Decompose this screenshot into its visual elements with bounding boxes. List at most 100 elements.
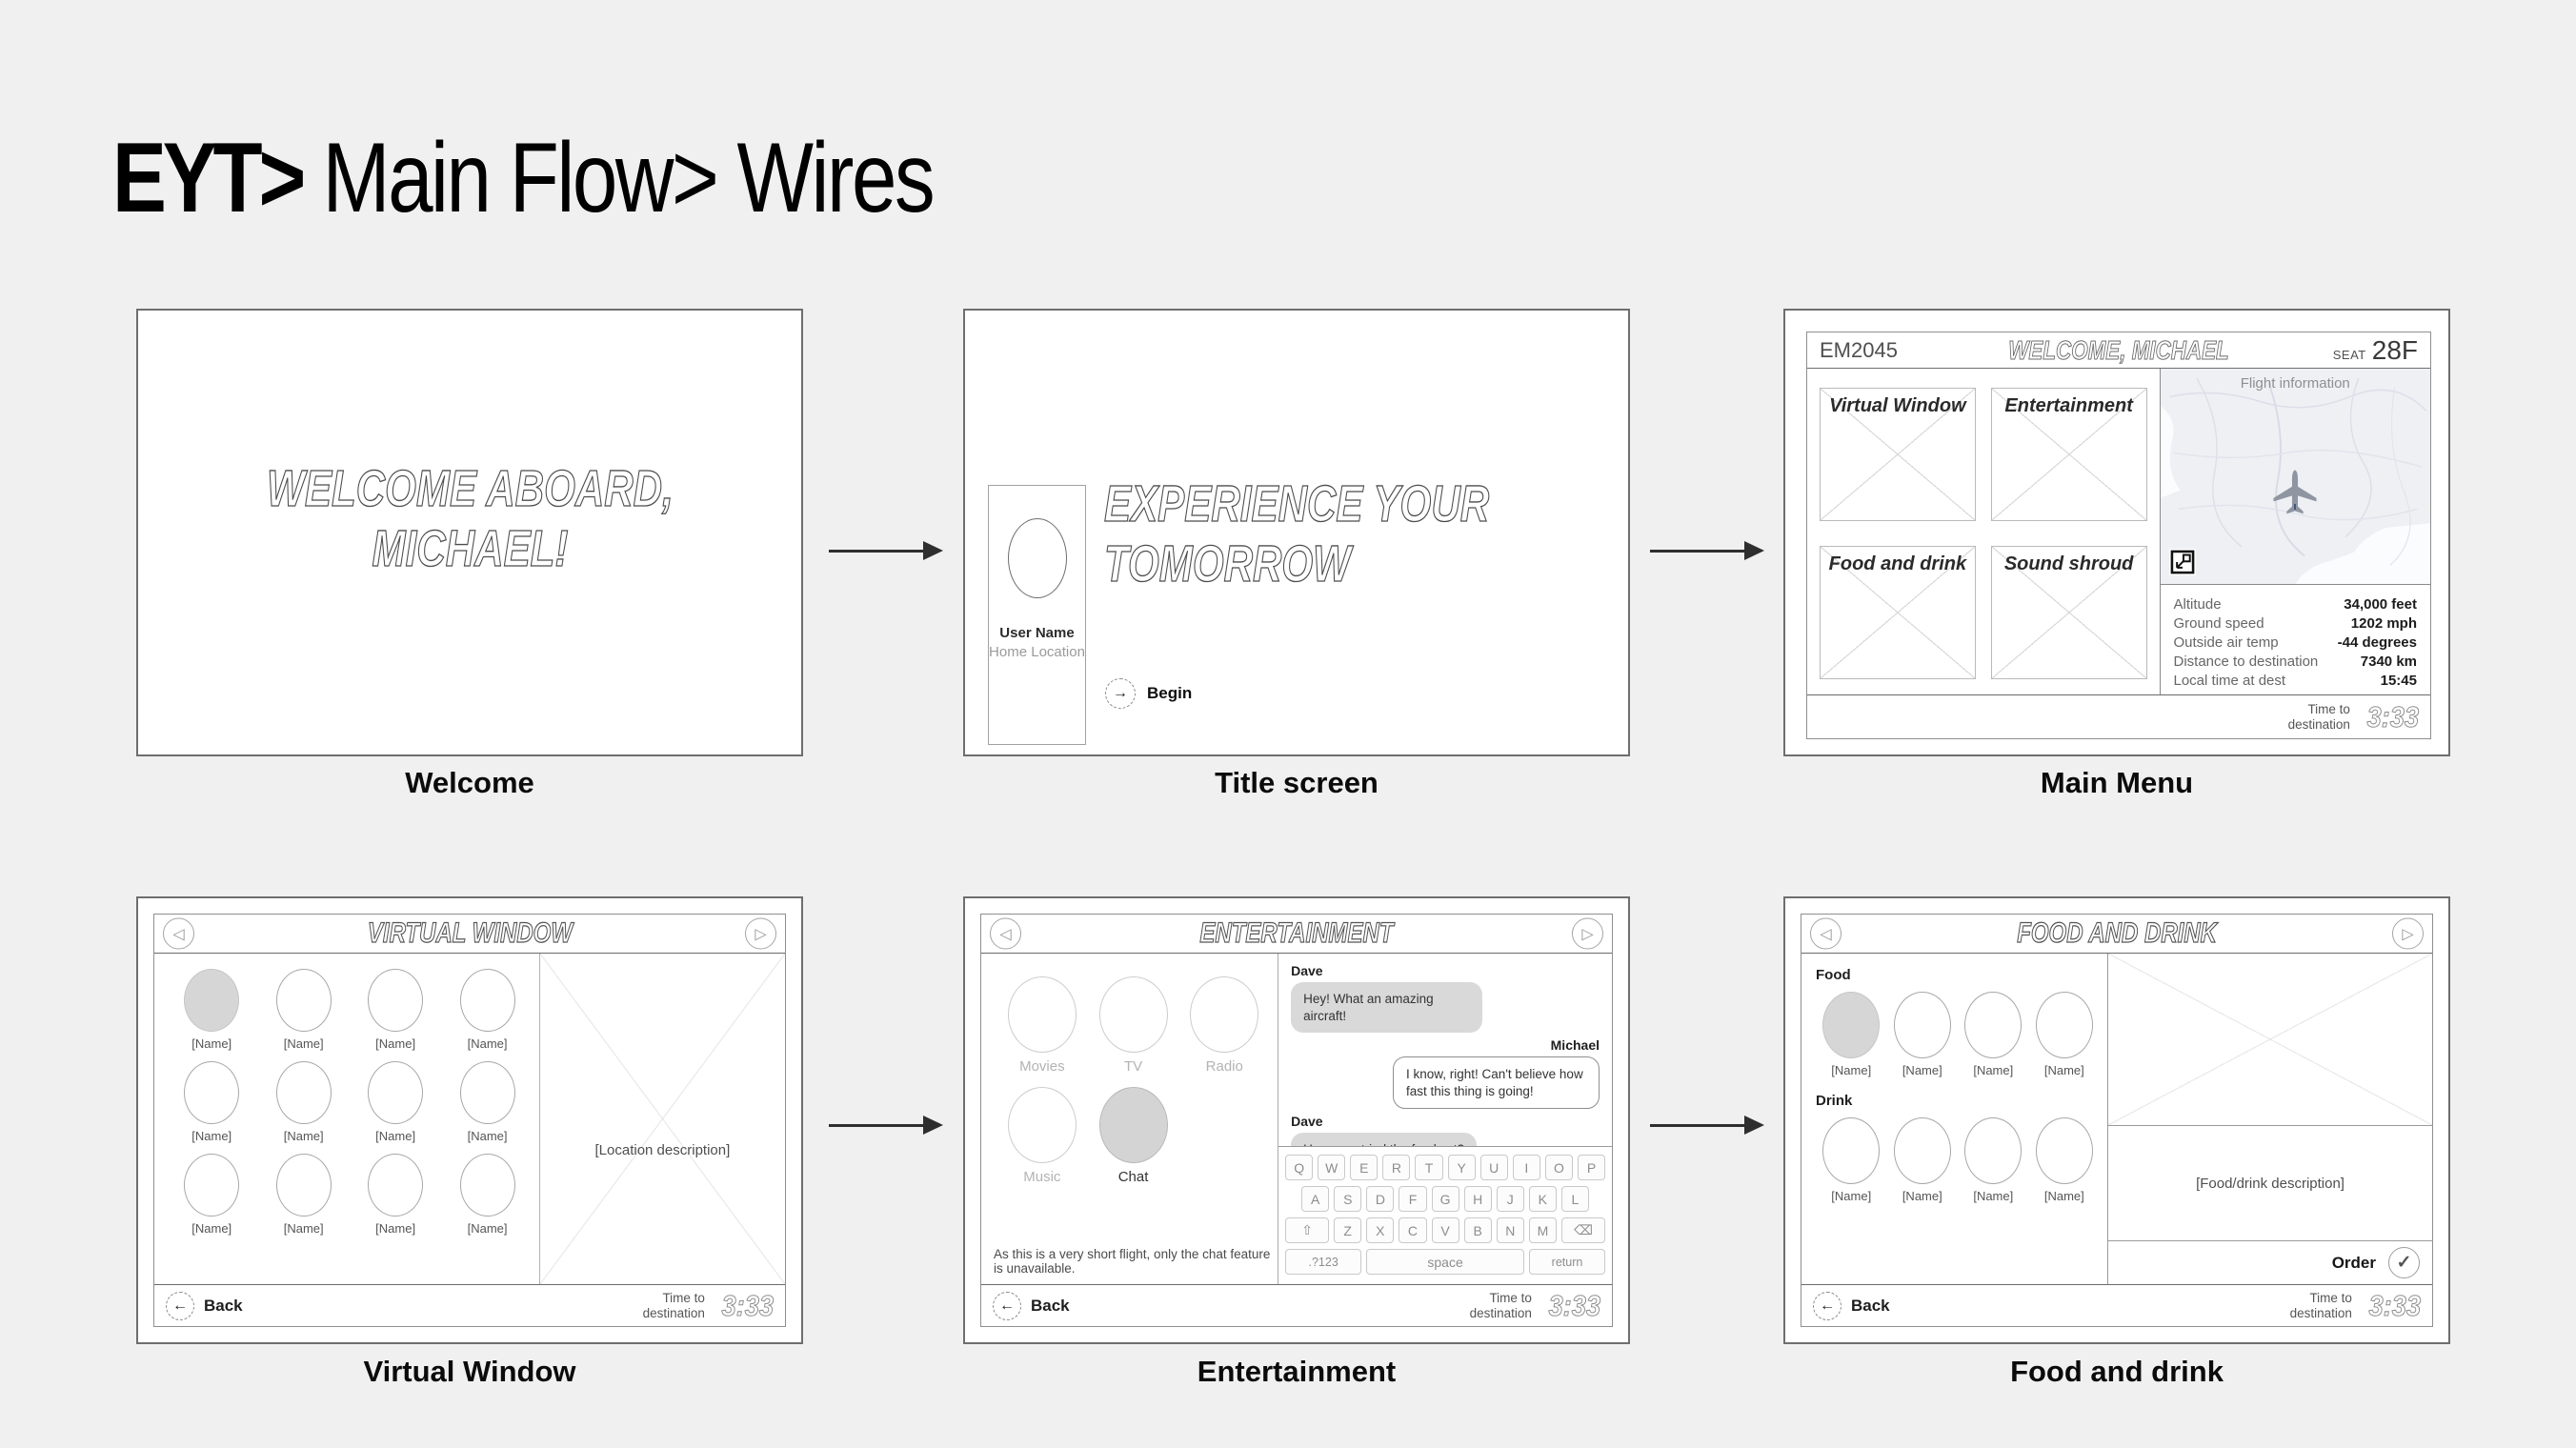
destination-item[interactable]: [Name] (166, 969, 257, 1051)
key-a[interactable]: A (1301, 1186, 1330, 1212)
destination-thumb-selected (184, 969, 240, 1032)
virtual-window-screen: ◁ VIRTUAL WINDOW ▷ [Name] [Name] [Name] … (153, 914, 786, 1327)
key-o[interactable]: O (1544, 1155, 1573, 1180)
key-y[interactable]: Y (1447, 1155, 1476, 1180)
destination-item[interactable]: [Name] (257, 1154, 349, 1236)
key-d[interactable]: D (1366, 1186, 1395, 1212)
category-chat[interactable]: Chat (1088, 1087, 1179, 1185)
key-q[interactable]: Q (1285, 1155, 1314, 1180)
back-button[interactable]: ← Back (993, 1291, 1070, 1320)
tile-sound-shroud[interactable]: Sound shroud (1990, 546, 2147, 679)
tile-entertainment[interactable]: Entertainment (1990, 388, 2147, 521)
main-menu-screen: EM2045 WELCOME, MICHAEL SEAT 28F Virtual… (1806, 332, 2431, 739)
drink-items-row: [Name] [Name] [Name] [Name] (1816, 1117, 2100, 1203)
key-m[interactable]: M (1528, 1217, 1557, 1243)
drink-item[interactable]: [Name] (1816, 1117, 1887, 1203)
drink-item[interactable]: [Name] (2029, 1117, 2101, 1203)
nav-forward-button[interactable]: ▷ (745, 917, 776, 950)
nav-back-button[interactable]: ◁ (1810, 917, 1841, 950)
key-w[interactable]: W (1318, 1155, 1346, 1180)
welcome-headline: WELCOME ABOARD, MICHAEL! (266, 459, 674, 578)
category-music[interactable]: Music (996, 1087, 1088, 1185)
key-i[interactable]: I (1512, 1155, 1540, 1180)
nav-back-button[interactable]: ◁ (990, 917, 1021, 950)
page-title-project: EYT> (112, 123, 306, 233)
expand-map-button[interactable] (2168, 549, 2196, 575)
nav-back-icon: ◁ (1820, 926, 1832, 942)
back-button[interactable]: ← Back (166, 1291, 243, 1320)
nav-forward-icon: ▷ (755, 926, 767, 942)
category-movies[interactable]: Movies (996, 976, 1088, 1075)
key-t[interactable]: T (1415, 1155, 1443, 1180)
chat-bubble: Hey! What an amazing aircraft! (1291, 982, 1482, 1034)
food-item[interactable]: [Name] (1816, 992, 1887, 1077)
destination-item[interactable]: [Name] (441, 969, 533, 1051)
key-e[interactable]: E (1350, 1155, 1379, 1180)
caption-main-menu: Main Menu (2040, 766, 2194, 799)
destination-item[interactable]: [Name] (350, 1061, 441, 1143)
key-g[interactable]: G (1431, 1186, 1459, 1212)
drink-item[interactable]: [Name] (1887, 1117, 1959, 1203)
key-f[interactable]: F (1399, 1186, 1427, 1212)
key-u[interactable]: U (1479, 1155, 1508, 1180)
drink-item[interactable]: [Name] (1958, 1117, 2029, 1203)
key-l[interactable]: L (1560, 1186, 1589, 1212)
key-n[interactable]: N (1496, 1217, 1524, 1243)
seat-info: SEAT 28F (2332, 334, 2418, 365)
key-r[interactable]: R (1382, 1155, 1411, 1180)
chat-sender: Dave (1291, 1114, 1323, 1130)
key-v[interactable]: V (1431, 1217, 1459, 1243)
destination-thumb (459, 1061, 515, 1124)
food-item[interactable]: [Name] (1958, 992, 2029, 1077)
key-s[interactable]: S (1334, 1186, 1362, 1212)
flow-arrow (1650, 541, 1764, 560)
food-item[interactable]: [Name] (2029, 992, 2101, 1077)
key-h[interactable]: H (1463, 1186, 1492, 1212)
key-j[interactable]: J (1496, 1186, 1524, 1212)
numbers-key[interactable]: .?123 (1285, 1249, 1362, 1275)
destination-item[interactable]: [Name] (441, 1154, 533, 1236)
destination-item[interactable]: [Name] (166, 1154, 257, 1236)
shift-key[interactable]: ⇧ (1285, 1217, 1330, 1243)
key-z[interactable]: Z (1334, 1217, 1362, 1243)
key-p[interactable]: P (1577, 1155, 1606, 1180)
entertainment-categories: Movies TV Radio Music Chat As this is a … (981, 954, 1278, 1284)
tile-food-and-drink[interactable]: Food and drink (1820, 546, 1976, 679)
destination-item[interactable]: [Name] (257, 1061, 349, 1143)
page-title: EYT> Main Flow> Wires (112, 122, 936, 235)
category-tv[interactable]: TV (1088, 976, 1179, 1075)
destination-item[interactable]: [Name] (166, 1061, 257, 1143)
key-k[interactable]: K (1528, 1186, 1557, 1212)
destination-item[interactable]: [Name] (350, 1154, 441, 1236)
begin-button[interactable]: → Begin (1105, 678, 1192, 709)
nav-forward-button[interactable]: ▷ (1572, 917, 1603, 950)
wireframe-food-and-drink: ◁ FOOD AND DRINK ▷ Food [Name] [Name] [N… (1783, 896, 2450, 1344)
key-b[interactable]: B (1463, 1217, 1492, 1243)
category-radio[interactable]: Radio (1178, 976, 1270, 1075)
back-button[interactable]: ← Back (1813, 1291, 1890, 1320)
key-x[interactable]: X (1366, 1217, 1395, 1243)
food-thumb (2035, 992, 2093, 1058)
key-c[interactable]: C (1399, 1217, 1427, 1243)
chat-bubble: Have you tried the food yet? (1291, 1133, 1477, 1146)
destination-item[interactable]: [Name] (350, 969, 441, 1051)
destination-item[interactable]: [Name] (257, 969, 349, 1051)
nav-back-button[interactable]: ◁ (163, 917, 194, 950)
food-drink-header: ◁ FOOD AND DRINK ▷ (1801, 915, 2432, 954)
flight-information-label: Flight information (2240, 375, 2350, 392)
drink-thumb (1964, 1117, 2023, 1184)
food-item[interactable]: [Name] (1887, 992, 1959, 1077)
music-circle (1007, 1087, 1077, 1163)
order-confirm-button[interactable]: ✓ (2388, 1247, 2420, 1278)
return-key[interactable]: return (1529, 1249, 1605, 1275)
main-menu-header: EM2045 WELCOME, MICHAEL SEAT 28F (1807, 332, 2430, 369)
destination-item[interactable]: [Name] (441, 1061, 533, 1143)
nav-forward-button[interactable]: ▷ (2392, 917, 2424, 950)
backspace-key[interactable]: ⌫ (1561, 1217, 1605, 1243)
user-panel: User Name Home Location (988, 485, 1086, 745)
flow-arrow (829, 541, 943, 560)
tile-virtual-window[interactable]: Virtual Window (1820, 388, 1976, 521)
space-key[interactable]: space (1366, 1249, 1524, 1275)
